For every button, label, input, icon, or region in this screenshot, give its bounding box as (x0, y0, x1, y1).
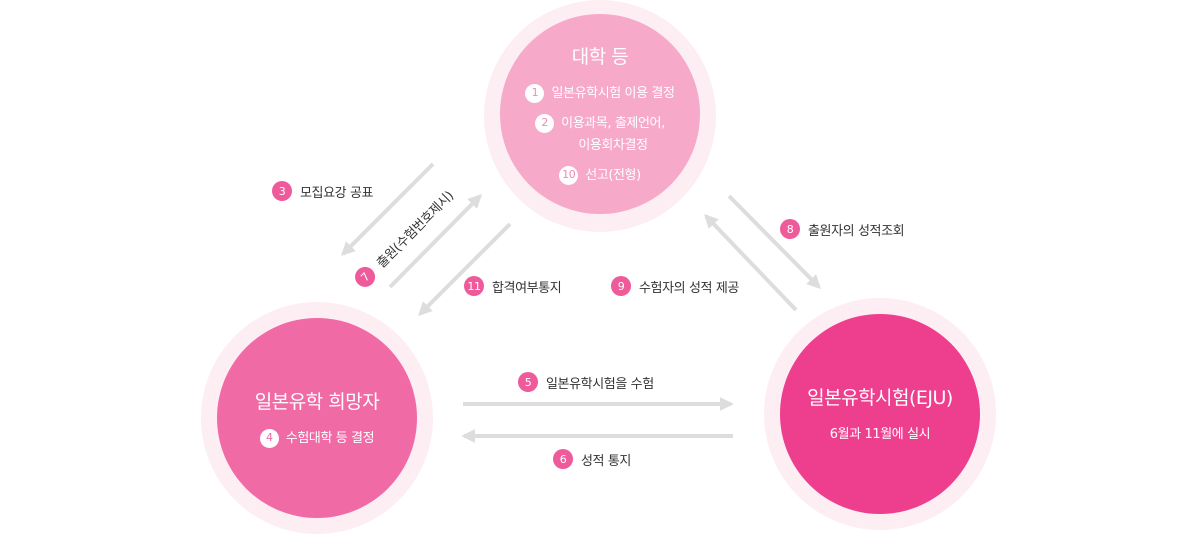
flow-badge-8: 8 (780, 219, 800, 239)
arrow-application (388, 194, 482, 289)
step-badge-1: 1 (525, 83, 545, 103)
university-step-10-text: 선고(전형) (585, 167, 641, 183)
flow-label-9: 9 수험자의 성적 제공 (611, 276, 739, 296)
flow-text-8: 출원자의 성적조회 (808, 223, 905, 239)
university-step-2-text: 이용과목, 출제언어, (561, 115, 665, 131)
university-title: 대학 등 (571, 45, 629, 68)
university-step-10: 10 선고(전형) (559, 165, 641, 187)
flow-label-6: 6 성적 통지 (553, 449, 631, 469)
eju-title: 일본유학시험(EJU) (807, 386, 953, 409)
flow-badge-3: 3 (272, 181, 292, 201)
flow-label-5: 5 일본유학시험을 수험 (518, 372, 654, 392)
university-step-2: 2 이용과목, 출제언어, 이용회차결정 (535, 113, 665, 157)
arrow-score-provide (704, 213, 798, 312)
flow-label-8: 8 출원자의 성적조회 (780, 219, 905, 239)
flow-text-6: 성적 통지 (581, 453, 631, 469)
flow-badge-6: 6 (553, 449, 573, 469)
eju-node: 일본유학시험(EJU) 6월과 11월에 실시 (780, 314, 980, 514)
arrow-score-inquiry (727, 194, 821, 289)
arrow-announce (341, 162, 435, 256)
flow-label-11: 11 합격여부통지 (464, 276, 562, 296)
step-badge-2: 2 (535, 113, 555, 133)
flow-text-9: 수험자의 성적 제공 (639, 280, 739, 296)
university-node: 대학 등 1 일본유학시험 이용 결정 2 이용과목, 출제언어, 이용회차결정… (500, 14, 700, 214)
flow-text-3: 모집요강 공표 (300, 185, 374, 201)
flow-badge-5: 5 (518, 372, 538, 392)
step-badge-10: 10 (559, 165, 579, 185)
university-step-1-text: 일본유학시험 이용 결정 (551, 85, 675, 101)
flow-label-3: 3 모집요강 공표 (272, 181, 373, 201)
flow-text-11: 합격여부통지 (492, 280, 562, 296)
applicant-node: 일본유학 희망자 4 수험대학 등 결정 (217, 318, 417, 518)
university-step-2-text2: 이용회차결정 (578, 137, 648, 153)
flow-text-5: 일본유학시험을 수험 (546, 376, 654, 392)
flow-badge-11: 11 (464, 276, 484, 296)
step-badge-4: 4 (259, 428, 279, 448)
applicant-title: 일본유학 희망자 (254, 390, 380, 413)
applicant-step-4: 4 수험대학 등 결정 (259, 428, 375, 450)
arrow-result-notice (418, 222, 512, 316)
applicant-step-4-text: 수험대학 등 결정 (285, 430, 375, 446)
eju-subtitle: 6월과 11월에 실시 (829, 426, 931, 442)
university-step-1: 1 일본유학시험 이용 결정 (525, 83, 675, 105)
flow-badge-9: 9 (611, 276, 631, 296)
